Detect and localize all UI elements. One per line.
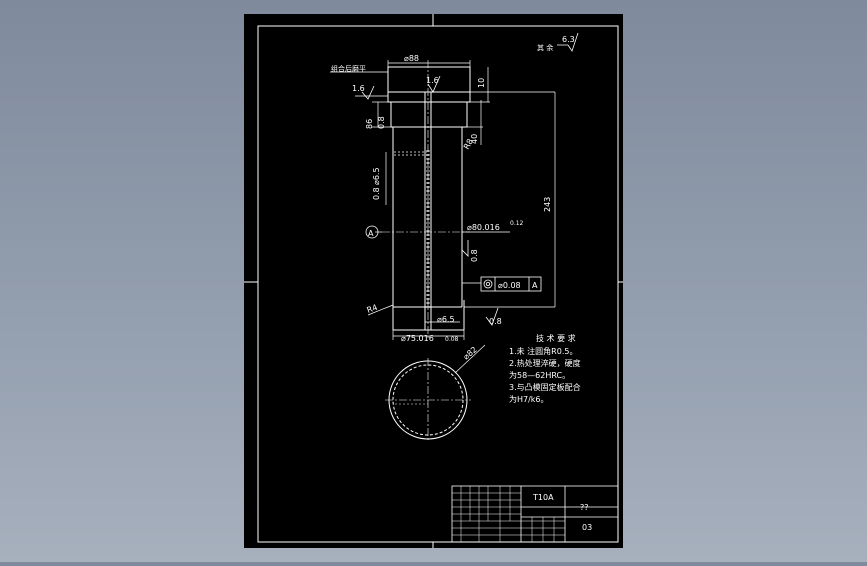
dim-shaft-dia: ⌀80.016 [467, 223, 500, 232]
rough-left-top: 1.6 [352, 84, 365, 93]
technical-notes: 技 术 要 求 1.未 注圆角R0.5。 2.热处理淬硬，硬度 为58—62HR… [509, 333, 581, 404]
dim-40: 40 [470, 134, 479, 144]
svg-text:6.3: 6.3 [562, 35, 575, 44]
drawing-border [257, 25, 619, 543]
svg-text:3.与凸模固定板配合: 3.与凸模固定板配合 [509, 382, 581, 392]
material-label: T10A [532, 493, 554, 502]
svg-text:为58—62HRC。: 为58—62HRC。 [509, 370, 570, 380]
svg-text:A: A [532, 281, 538, 290]
svg-text:1.未 注圆角R0.5。: 1.未 注圆角R0.5。 [509, 346, 577, 356]
centering-marks [244, 14, 623, 548]
dim-bottom-hole: ⌀6.5 [437, 315, 455, 324]
drawing-number: 03 [582, 523, 592, 532]
rough-08-b: 0.8 [372, 187, 381, 200]
roughness-symbol-general: 其 余 6.3 [537, 32, 579, 52]
section-view-circle [385, 344, 486, 442]
drawing-sheet [244, 14, 623, 548]
dim-bottom-dia: ⌀75.016 [401, 334, 434, 343]
svg-text:技 术 要 求: 技 术 要 求 [536, 333, 576, 343]
dim-top-dia: ⌀88 [404, 54, 419, 63]
datum-a-marker[interactable]: A [365, 225, 379, 239]
rough-08-c: 0.8 [470, 249, 479, 262]
svg-text:为H7/k6。: 为H7/k6。 [509, 394, 549, 404]
centerlines [382, 60, 470, 338]
dim-r4: R4 [366, 303, 379, 315]
svg-text:A: A [368, 229, 374, 238]
tol-shaft: 0.12 [510, 220, 524, 227]
rough-top: 1.6 [426, 76, 439, 85]
svg-text:其 余: 其 余 [537, 43, 553, 52]
dimension-lines [330, 60, 556, 340]
svg-text:⌀0.08: ⌀0.08 [498, 281, 521, 290]
title-block [451, 485, 619, 543]
note-top: 组合后磨平 [331, 64, 366, 73]
concentricity-icon [483, 279, 493, 289]
dim-86: 86 [365, 119, 374, 129]
rough-08-a: 0.8 [377, 116, 386, 129]
hidden-lines [394, 150, 430, 310]
dim-243: 243 [543, 197, 552, 212]
tol-bottom: 0.08 [445, 336, 459, 343]
dim-hole-dia: ⌀6.5 [372, 167, 381, 185]
part-name: ?? [580, 503, 589, 512]
rough-08-d: 0.8 [489, 317, 502, 326]
geometric-tolerance-frame[interactable]: ⌀0.08 A [480, 276, 542, 292]
dim-10: 10 [477, 78, 486, 88]
roughness-symbols [361, 75, 499, 326]
svg-text:2.热处理淬硬，硬度: 2.热处理淬硬，硬度 [509, 358, 581, 368]
part-profile [387, 66, 471, 331]
